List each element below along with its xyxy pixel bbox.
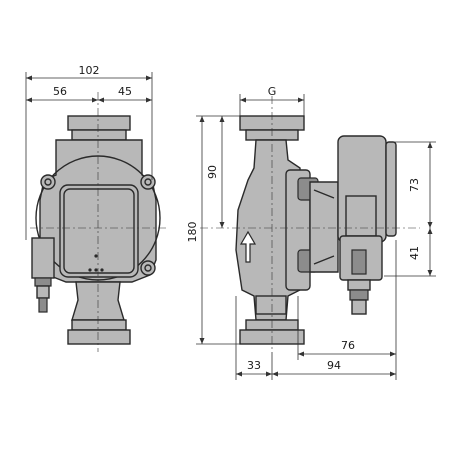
- dim-label-90: 90: [206, 165, 219, 179]
- front-led-2: [94, 268, 98, 272]
- front-bottom-flange: [67, 329, 131, 345]
- dim-label-73: 73: [408, 178, 421, 192]
- front-dimensions: 102 56 45: [25, 64, 153, 240]
- side-cable-end: [351, 299, 367, 315]
- side-motor-lines: [313, 189, 335, 265]
- dim-label-56: 56: [53, 85, 67, 98]
- dim-arrows-33-94: [236, 371, 396, 377]
- dim-label-41: 41: [408, 246, 421, 260]
- front-lug-tr: [140, 174, 156, 190]
- front-led-1: [88, 268, 92, 272]
- dim-label-45: 45: [118, 85, 132, 98]
- front-cable-gland-2: [38, 297, 48, 313]
- front-cable-gland: [36, 285, 50, 299]
- front-connector: [31, 237, 55, 279]
- front-bottom-nut: [71, 319, 127, 331]
- side-dimensions: G 180 90 73 41 76 33 94: [186, 85, 436, 380]
- dim-label-76: 76: [341, 339, 355, 352]
- front-connector-plug: [34, 277, 52, 287]
- front-lug-tr-hole: [144, 178, 152, 186]
- side-lower-window: [255, 295, 287, 315]
- side-connector-plug: [351, 249, 367, 275]
- side-cable-gland-2: [349, 289, 369, 301]
- front-led-4: [94, 254, 98, 258]
- front-top-flange: [67, 115, 131, 131]
- front-lug-br: [140, 260, 156, 276]
- side-motor-body: [309, 181, 339, 273]
- dim-label-g: G: [268, 85, 277, 98]
- side-electronics-box: [337, 135, 387, 243]
- dim-label-180: 180: [186, 222, 199, 243]
- front-lug-tl-hole: [44, 178, 52, 186]
- side-box-lid: [385, 141, 397, 237]
- flow-arrow-icon: [239, 230, 257, 263]
- side-view: [200, 96, 420, 352]
- front-control-box-inner: [63, 188, 135, 274]
- front-view: [30, 92, 166, 352]
- dim-label-94: 94: [327, 359, 341, 372]
- side-cable-gland: [347, 279, 371, 291]
- front-led-3: [100, 268, 104, 272]
- dim-label-33: 33: [247, 359, 261, 372]
- front-control-box: [59, 184, 139, 278]
- dim-label-102: 102: [79, 64, 100, 77]
- dim-arrows-41: [427, 228, 433, 276]
- front-top-nut: [71, 129, 127, 141]
- front-lug-br-hole: [144, 264, 152, 272]
- front-lug-tl: [40, 174, 56, 190]
